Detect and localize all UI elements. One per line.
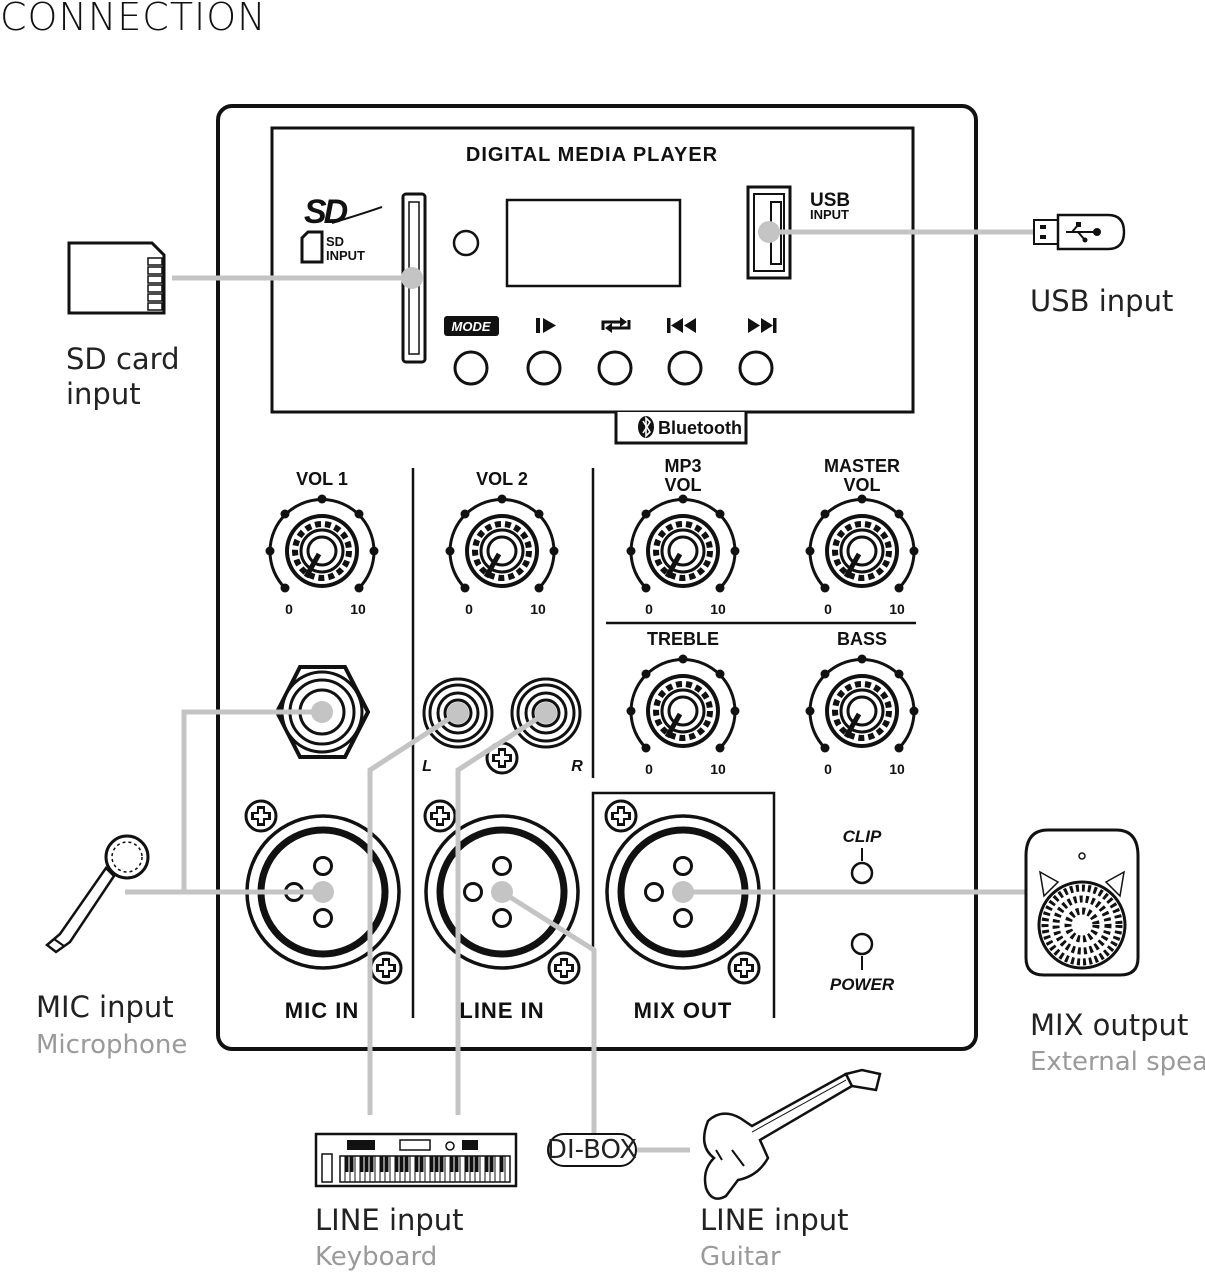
line-in-screw-bottom bbox=[547, 951, 581, 985]
sd-card-icon bbox=[300, 230, 324, 264]
treble-label: TREBLE bbox=[647, 629, 719, 649]
ir-sensor bbox=[452, 229, 480, 257]
vol2-scale-min: 0 bbox=[465, 601, 473, 617]
connection-cables bbox=[125, 229, 1034, 1153]
usb-plug-dot bbox=[758, 221, 780, 243]
power-led bbox=[850, 932, 874, 956]
next-track-icon bbox=[748, 318, 777, 333]
mix-out-label: MIX OUT bbox=[634, 998, 733, 1023]
bluetooth-icon bbox=[638, 416, 654, 438]
mix-callout-label: MIX output bbox=[1030, 1008, 1188, 1042]
usb-label-2: INPUT bbox=[810, 207, 849, 222]
sd-label: SD bbox=[326, 234, 344, 249]
vol1-label: VOL 1 bbox=[296, 469, 348, 489]
vol2-scale-max: 10 bbox=[530, 601, 546, 617]
vol1-scale-min: 0 bbox=[285, 601, 293, 617]
mic-callout-label: MIC input bbox=[36, 990, 174, 1024]
mp3-scale-max: 10 bbox=[710, 601, 726, 617]
master-scale-min: 0 bbox=[824, 601, 832, 617]
bluetooth-label: Bluetooth bbox=[658, 418, 742, 438]
di-box bbox=[547, 1133, 637, 1167]
sd-label-2: INPUT bbox=[326, 248, 365, 263]
bass-scale-min: 0 bbox=[824, 761, 832, 777]
master-vol-label: MASTER bbox=[824, 456, 900, 476]
svg-text:SD: SD bbox=[304, 193, 348, 231]
mic-in-label: MIC IN bbox=[285, 998, 359, 1023]
rca-right-plug-dot bbox=[535, 702, 557, 724]
mic-callout-sublabel: Microphone bbox=[36, 1030, 187, 1060]
mix-out-screw-bottom bbox=[727, 951, 761, 985]
mic-in-screw-bottom bbox=[369, 951, 403, 985]
next-button[interactable] bbox=[738, 350, 774, 386]
repeat-icon bbox=[601, 317, 631, 333]
jack-plug-dot bbox=[311, 701, 333, 723]
guitar-callout-label: LINE input bbox=[700, 1203, 849, 1237]
repeat-button[interactable] bbox=[597, 350, 633, 386]
usb-stick-icon bbox=[1033, 213, 1126, 251]
vol1-scale-max: 10 bbox=[350, 601, 366, 617]
sd-card-icon bbox=[67, 241, 166, 315]
line-in-label: LINE IN bbox=[459, 998, 544, 1023]
di-box-label: DI-BOX bbox=[547, 1135, 637, 1165]
vol2-label: VOL 2 bbox=[476, 469, 528, 489]
mode-label-badge bbox=[444, 316, 499, 336]
master-vol-label-2: VOL bbox=[843, 475, 880, 495]
play-pause-button[interactable] bbox=[526, 350, 562, 386]
rca-right-label: R bbox=[571, 758, 583, 775]
keyboard-icon bbox=[314, 1132, 518, 1188]
mode-button[interactable] bbox=[453, 350, 489, 386]
mix-callout-sublabel: External speaker bbox=[1030, 1047, 1205, 1077]
line-plug-dot bbox=[491, 881, 513, 903]
mp3-scale-min: 0 bbox=[645, 601, 653, 617]
microphone-icon bbox=[45, 834, 150, 954]
display-screen bbox=[505, 198, 682, 288]
clip-led bbox=[850, 861, 874, 885]
guitar-icon bbox=[702, 1068, 882, 1200]
treble-scale-max: 10 bbox=[710, 761, 726, 777]
previous-track-icon bbox=[667, 318, 696, 333]
sd-callout-label-2: input bbox=[66, 377, 141, 411]
guitar-callout-sublabel: Guitar bbox=[700, 1242, 781, 1272]
rca-left-label: L bbox=[422, 758, 432, 775]
mic-in-screw-top bbox=[244, 799, 278, 833]
previous-button[interactable] bbox=[667, 350, 703, 386]
mix-out-screw-top bbox=[604, 799, 638, 833]
page-title: CONNECTION bbox=[0, 0, 267, 39]
mix-plug-dot bbox=[672, 881, 694, 903]
master-scale-max: 10 bbox=[889, 601, 905, 617]
mic-plug-dot bbox=[312, 881, 334, 903]
treble-scale-min: 0 bbox=[645, 761, 653, 777]
media-player-title: DIGITAL MEDIA PLAYER bbox=[466, 144, 718, 166]
mp3-vol-label-2: VOL bbox=[664, 475, 701, 495]
power-label: POWER bbox=[830, 975, 895, 994]
bass-label: BASS bbox=[837, 629, 887, 649]
mode-label: MODE bbox=[452, 319, 491, 334]
line-in-screw-top bbox=[423, 799, 457, 833]
usb-label: USB bbox=[810, 190, 850, 211]
keyboard-callout-label: LINE input bbox=[315, 1203, 464, 1237]
clip-label: CLIP bbox=[843, 827, 882, 846]
sd-callout-label: SD card bbox=[66, 342, 180, 376]
play-pause-icon bbox=[536, 318, 556, 333]
keyboard-callout-sublabel: Keyboard bbox=[315, 1242, 437, 1272]
bass-scale-max: 10 bbox=[889, 761, 905, 777]
usb-callout-label: USB input bbox=[1030, 284, 1173, 318]
sd-plug-dot bbox=[401, 267, 423, 289]
rca-left-plug-dot bbox=[447, 702, 469, 724]
speaker-icon bbox=[1024, 828, 1140, 977]
mp3-vol-label: MP3 bbox=[664, 456, 701, 476]
sd-logo: SD bbox=[304, 193, 383, 231]
